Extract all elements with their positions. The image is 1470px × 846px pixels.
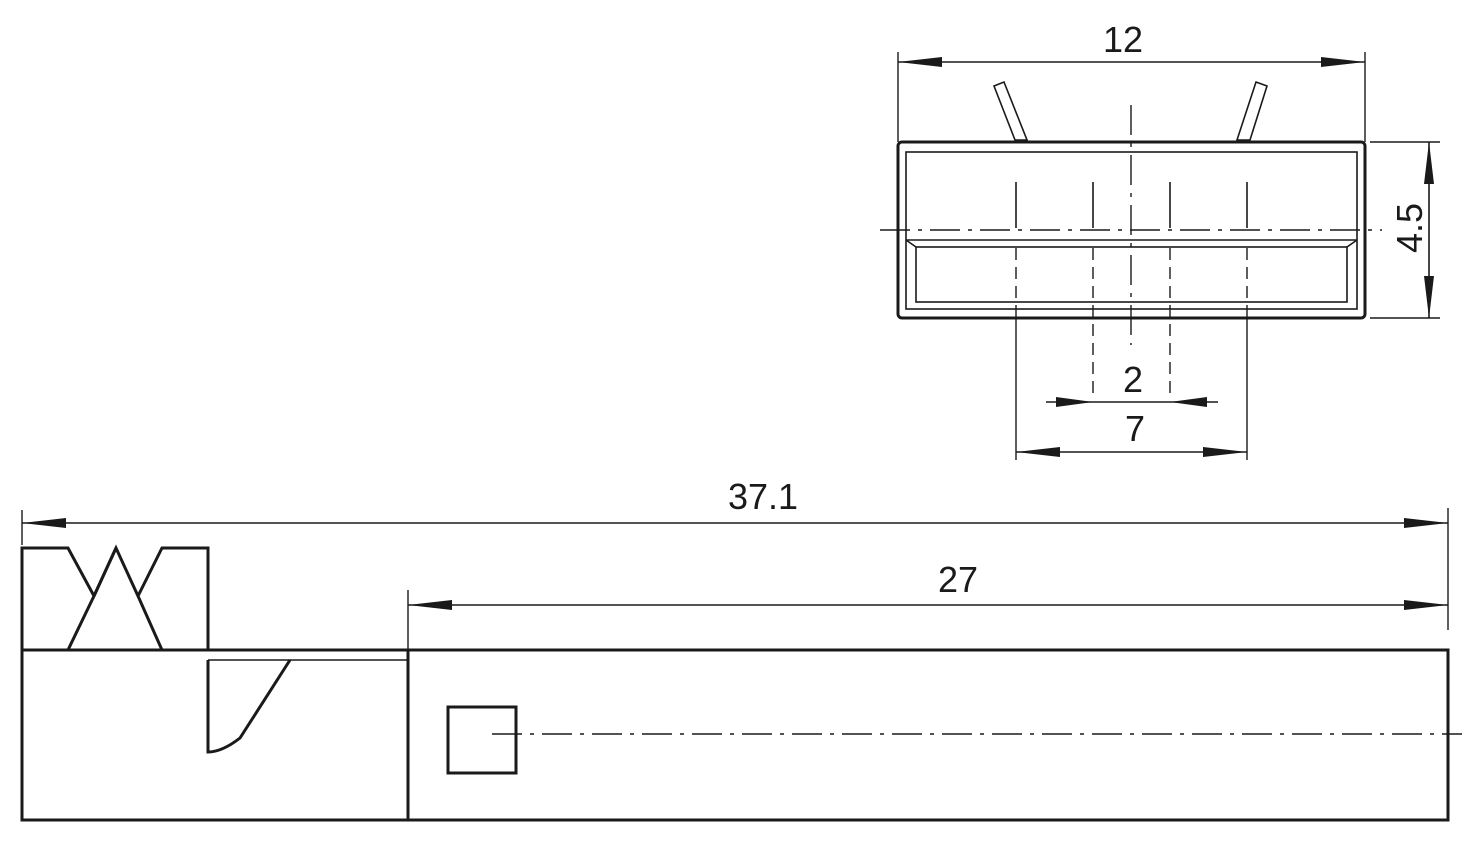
arrow-37-1-right (1404, 518, 1448, 528)
arrow-4-5-top (1424, 142, 1434, 184)
arrow-2-left (1056, 397, 1093, 407)
arrow-2-right (1170, 397, 1207, 407)
end-view-left-pin (992, 80, 1029, 141)
end-view: 12 4.5 2 7 (880, 19, 1440, 460)
arrow-12-right (1321, 57, 1365, 67)
arrow-7-left (1016, 447, 1060, 457)
rear-housing (20, 650, 410, 822)
arrow-4-5-bottom (1424, 276, 1434, 318)
main-body (406, 648, 1450, 822)
side-view: 37.1 27 (20, 476, 1462, 822)
latch-window (446, 705, 518, 775)
arrow-12-left (898, 57, 942, 67)
end-view-slot-ledge-right (1346, 239, 1358, 248)
dim-label-end-width: 12 (1103, 19, 1143, 60)
dim-label-outer-spacing: 7 (1125, 408, 1145, 449)
dim-label-end-height: 4.5 (1389, 203, 1430, 253)
end-view-slot-ledge-left (905, 239, 917, 248)
arrow-27-right (1404, 600, 1448, 610)
arrow-37-1-left (22, 518, 66, 528)
dim-label-overall-length: 37.1 (728, 476, 798, 517)
locking-lance (206, 659, 292, 754)
crimp-tab-inner-left (92, 547, 118, 597)
dim-label-inner-spacing: 2 (1123, 359, 1143, 400)
crimp-tab-profile (20, 544, 210, 652)
end-view-right-pin (1235, 80, 1268, 141)
arrow-27-left (408, 600, 452, 610)
dim-label-body-length: 27 (938, 559, 978, 600)
arrow-7-right (1203, 447, 1247, 457)
